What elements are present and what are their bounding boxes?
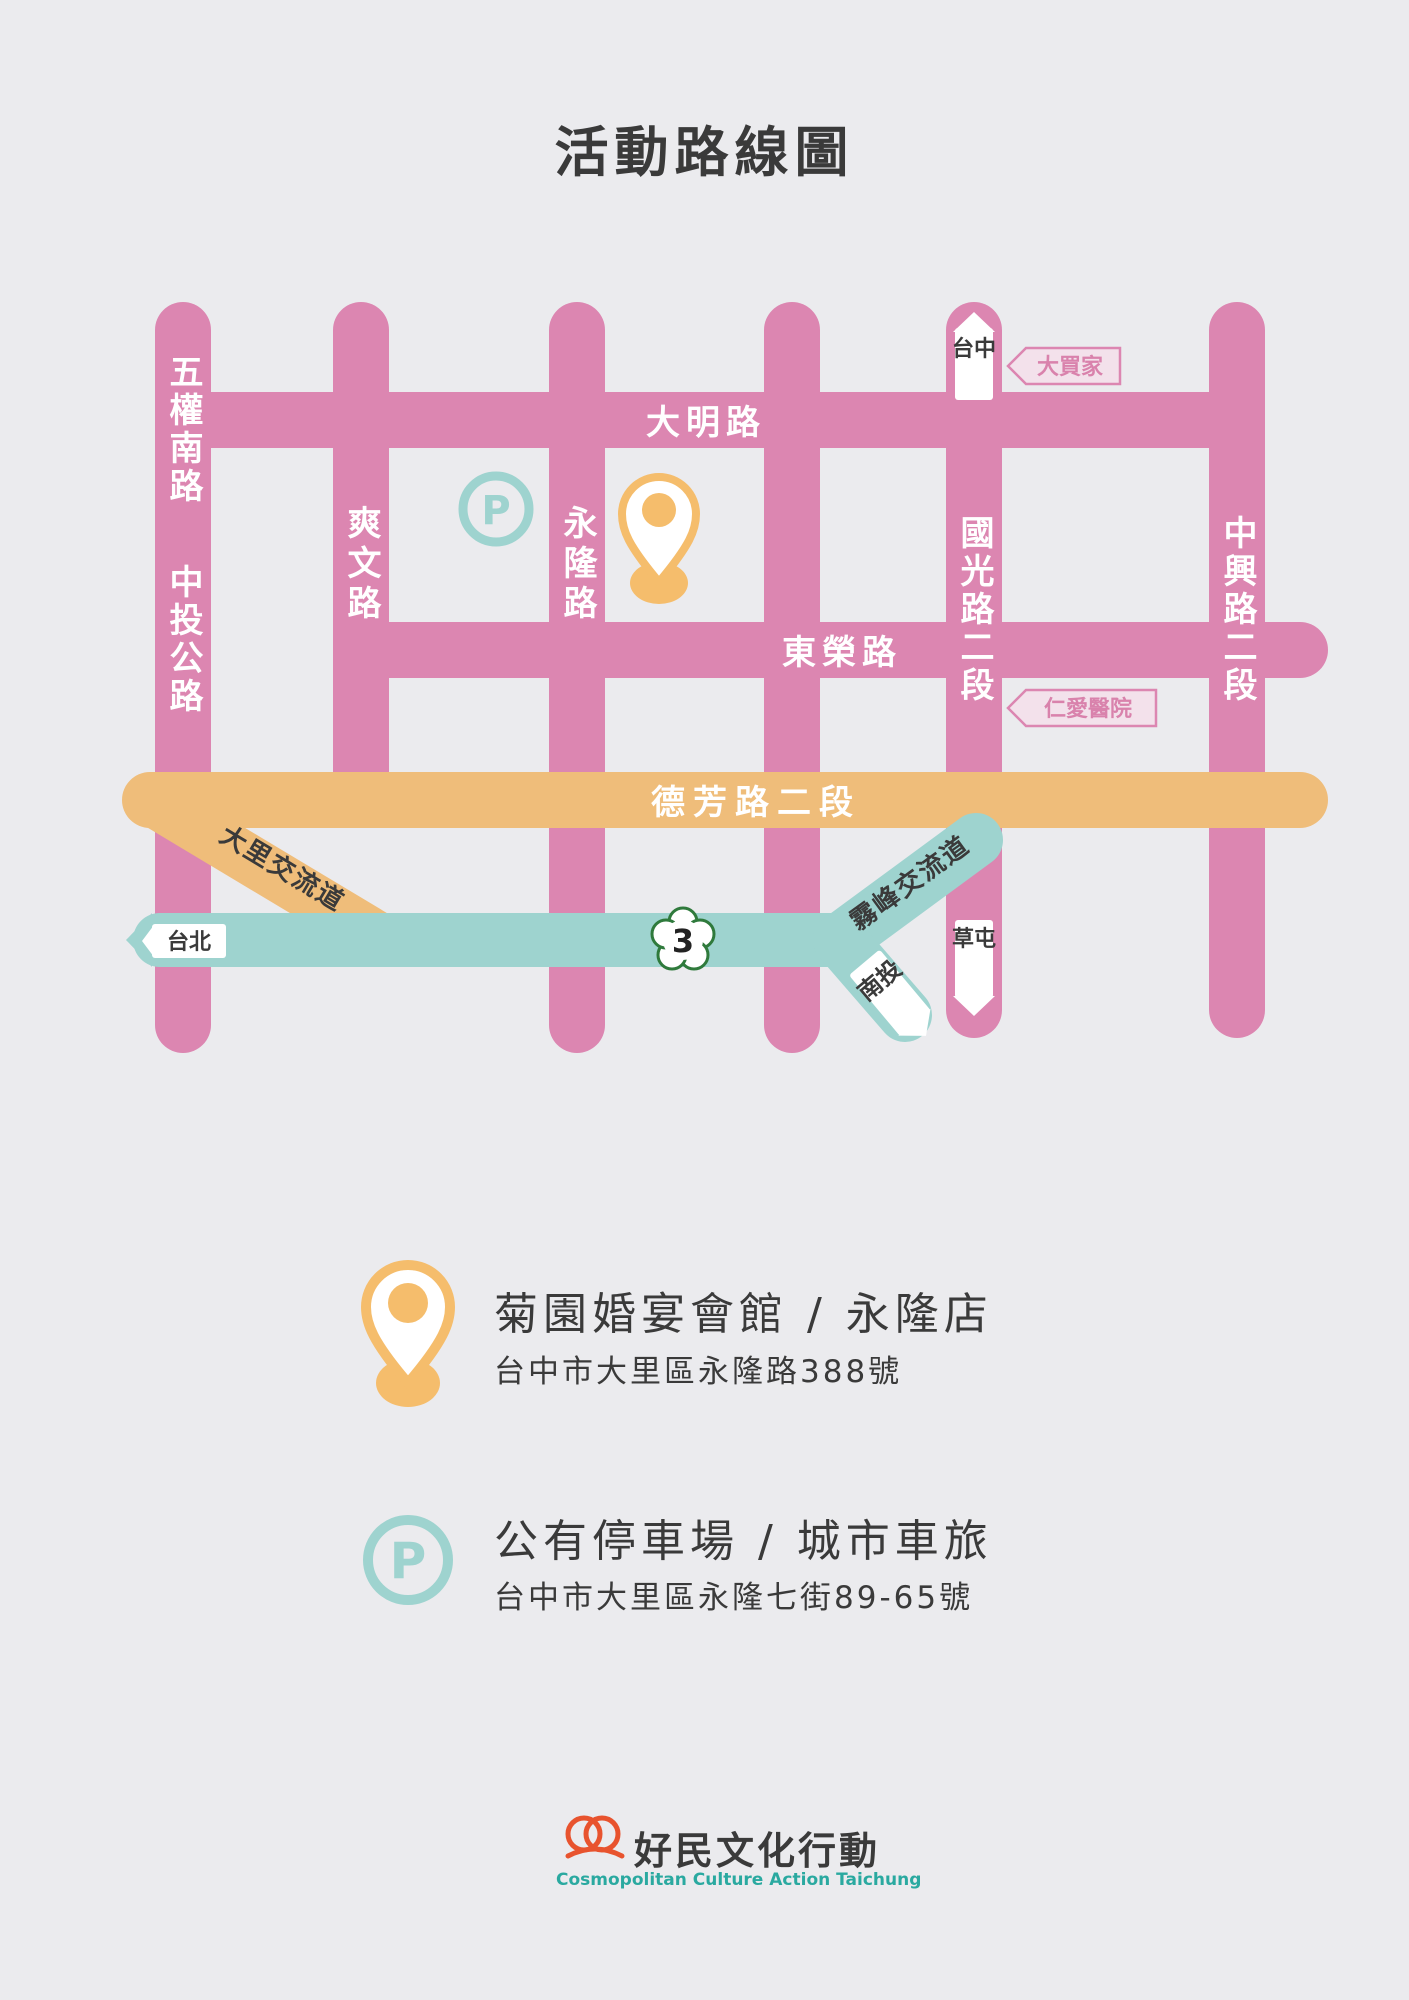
legend-venue-name: 菊園婚宴會館 / 永隆店 <box>494 1289 993 1340</box>
legend-parking-address: 台中市大里區永隆七街89-65號 <box>494 1580 974 1616</box>
arrow-taipei-icon <box>126 913 152 967</box>
venue-pin-icon <box>617 473 701 604</box>
logo-subtitle: Cosmopolitan Culture Action Taichung <box>556 1870 922 1890</box>
label-taizhong: 台中 <box>952 336 996 362</box>
logo-icon <box>565 1815 625 1859</box>
label-caotun: 草屯 <box>952 926 996 952</box>
location-pin-icon <box>360 1260 456 1407</box>
label-zhongtou: 中投公路 <box>163 564 203 716</box>
direction-taizhong: 台中 <box>952 312 996 400</box>
parking-icon: P <box>363 1515 453 1605</box>
label-shuangwen: 爽文路 <box>341 505 381 625</box>
parking-symbol: P <box>481 488 510 534</box>
label-yonglong: 永隆路 <box>557 505 597 625</box>
highway-3-icon: 3 <box>650 906 716 971</box>
label-daming: 大明路 <box>646 403 766 443</box>
label-renai: 仁愛醫院 <box>1044 696 1132 722</box>
highway-number: 3 <box>672 922 694 960</box>
landmark-renai: 仁愛醫院 <box>1006 688 1158 728</box>
legend-parking-name: 公有停車場 / 城市車旅 <box>494 1516 993 1567</box>
label-defang: 德芳路二段 <box>651 783 861 823</box>
legend-venue-address: 台中市大里區永隆路388號 <box>494 1354 903 1390</box>
label-dmall: 大買家 <box>1037 354 1104 380</box>
label-taipei: 台北 <box>167 929 211 955</box>
parking-icon-symbol: P <box>390 1532 427 1590</box>
label-wuquan: 五權南路 <box>163 354 203 506</box>
logo-name: 好民文化行動 <box>634 1829 881 1873</box>
label-dongrong: 東榮路 <box>782 633 902 673</box>
label-zhongxing: 中興路二段 <box>1217 515 1257 705</box>
direction-taipei: 台北 <box>142 924 226 958</box>
parking-marker-icon: P <box>458 471 534 547</box>
page-title: 活動路線圖 <box>554 120 855 184</box>
direction-caotun: 草屯 <box>952 920 996 1016</box>
landmark-dmall: 大買家 <box>1006 346 1122 386</box>
road-wufeng-ic <box>813 813 1003 967</box>
route-map: 台中 台北 草屯 南投 大買家 仁愛醫院 大明路 東榮路 德芳路二段 五權南路 … <box>122 302 1328 1053</box>
label-guoguang: 國光路二段 <box>954 515 994 705</box>
